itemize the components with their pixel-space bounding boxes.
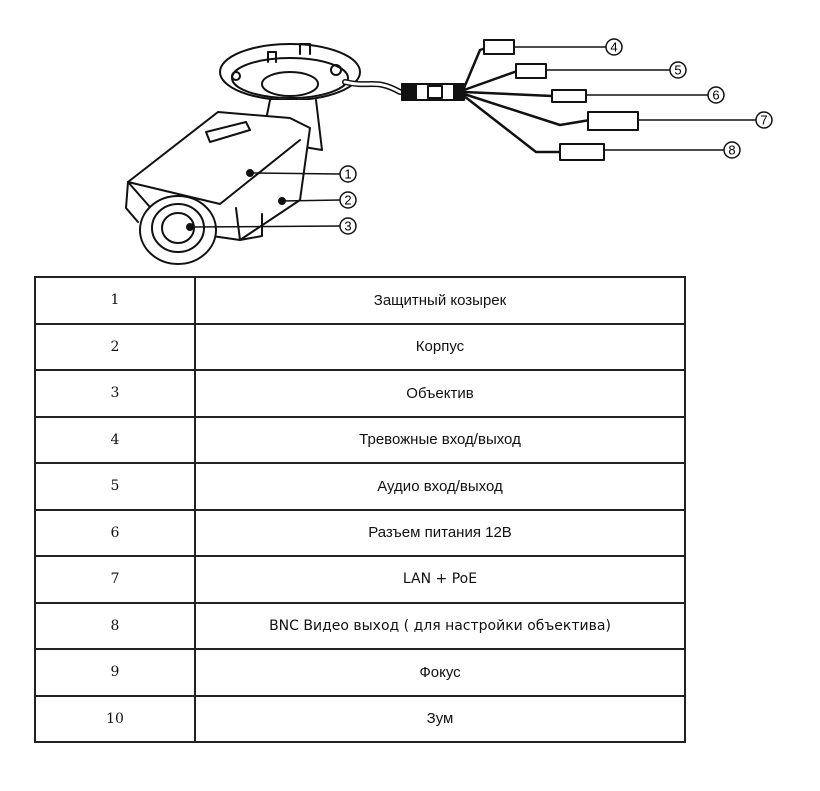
part-description: BNC Видео выход ( для настройки объектив… bbox=[194, 601, 686, 650]
callout-label: 3 bbox=[344, 219, 351, 234]
table-row: 10 Зум bbox=[34, 694, 686, 743]
part-description: Корпус bbox=[194, 322, 686, 371]
part-description: Аудио вход/выход bbox=[194, 462, 686, 511]
callout-2 bbox=[339, 191, 357, 209]
callout-7 bbox=[755, 111, 773, 129]
callout-label: 4 bbox=[610, 40, 617, 55]
table-row: 9 Фокус bbox=[34, 648, 686, 697]
callout-label: 5 bbox=[674, 63, 681, 78]
part-description: Зум bbox=[194, 694, 686, 743]
part-number: 6 bbox=[34, 508, 196, 557]
part-number: 2 bbox=[34, 322, 196, 371]
camera-diagram: 1 2 3 4 5 6 7 8 bbox=[125, 38, 773, 265]
mount-base bbox=[219, 43, 361, 101]
callout-1 bbox=[339, 165, 357, 183]
table-row: 5 Аудио вход/выход bbox=[34, 462, 686, 511]
table-row: 1 Защитный козырек bbox=[34, 276, 686, 325]
table-row: 6 Разъем питания 12В bbox=[34, 508, 686, 557]
part-description: Разъем питания 12В bbox=[194, 508, 686, 557]
callout-label: 1 bbox=[344, 167, 351, 182]
part-number: 1 bbox=[34, 276, 196, 325]
parts-legend-table: 1 Защитный козырек 2 Корпус 3 Объектив 4… bbox=[34, 276, 686, 743]
table-row: 7 LAN + PoE bbox=[34, 555, 686, 604]
callout-4 bbox=[605, 38, 623, 56]
part-number: 8 bbox=[34, 601, 196, 650]
table-row: 3 Объектив bbox=[34, 369, 686, 418]
part-description: Тревожные вход/выход bbox=[194, 415, 686, 464]
part-number: 5 bbox=[34, 462, 196, 511]
callout-6 bbox=[707, 86, 725, 104]
part-description: Защитный козырек bbox=[194, 276, 686, 325]
part-number: 3 bbox=[34, 369, 196, 418]
part-number: 9 bbox=[34, 648, 196, 697]
part-number: 7 bbox=[34, 555, 196, 604]
callout-label: 6 bbox=[712, 88, 719, 103]
callout-label: 2 bbox=[344, 193, 351, 208]
part-description: Объектив bbox=[194, 369, 686, 418]
table-row: 4 Тревожные вход/выход bbox=[34, 415, 686, 464]
table-row: 8 BNC Видео выход ( для настройки объект… bbox=[34, 601, 686, 650]
part-description: LAN + PoE bbox=[194, 555, 686, 604]
callout-label: 8 bbox=[728, 143, 735, 158]
cable-splitter bbox=[401, 83, 465, 101]
callout-5 bbox=[669, 61, 687, 79]
table-row: 2 Корпус bbox=[34, 322, 686, 371]
callout-3 bbox=[339, 217, 357, 235]
part-description: Фокус bbox=[194, 648, 686, 697]
camera-lens bbox=[139, 195, 217, 265]
callout-label: 7 bbox=[760, 113, 767, 128]
part-number: 10 bbox=[34, 694, 196, 743]
callout-8 bbox=[723, 141, 741, 159]
part-number: 4 bbox=[34, 415, 196, 464]
